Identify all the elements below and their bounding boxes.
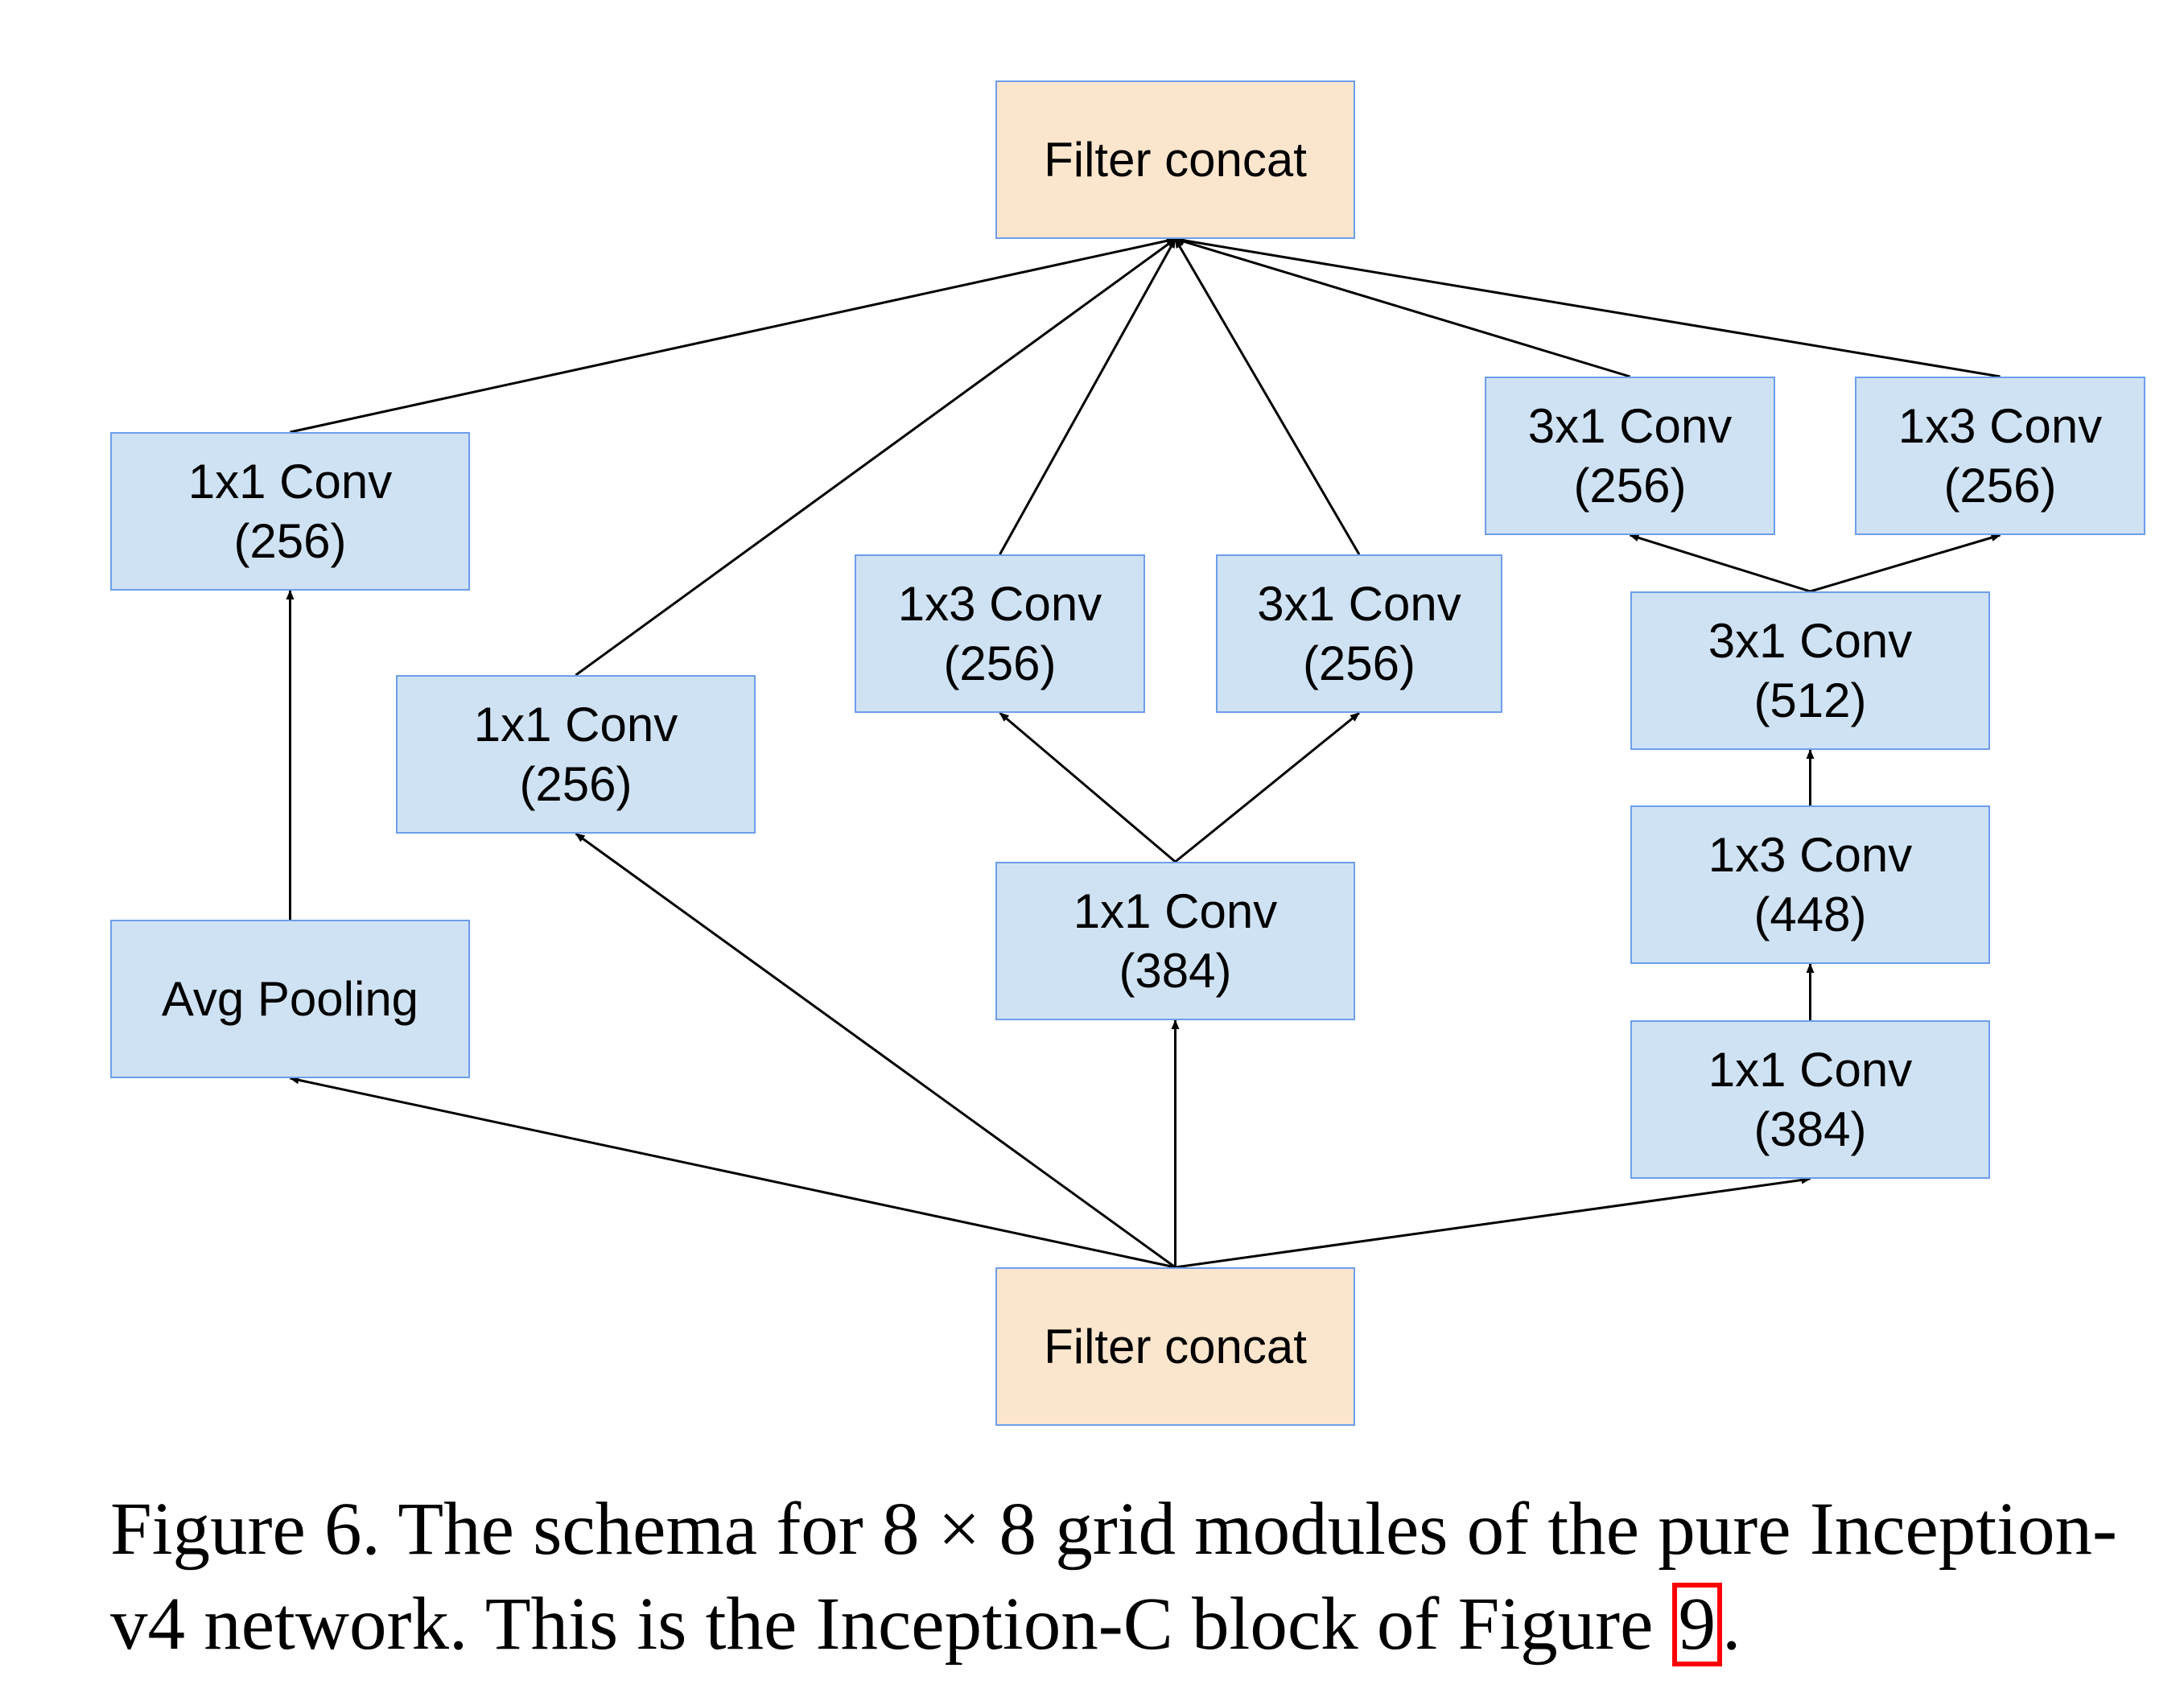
node-b3-conv: 1x1 Conv(384) [995,862,1355,1020]
node-label: 1x1 Conv [187,454,393,509]
node-label: (256) [943,636,1057,690]
node-b3-3x1: 3x1 Conv(256) [1216,554,1502,713]
caption-line-2: v4 network. This is the Inception-C bloc… [110,1577,2170,1672]
node-label: (256) [1943,458,2057,513]
node-label: 1x3 Conv [897,576,1102,631]
node-label: 1x1 Conv [1073,883,1278,938]
node-label: Filter concat [1044,132,1307,187]
edge-b1-conv-to-top-concat [290,237,1176,434]
diagram-edges [286,236,2001,1269]
node-label: (448) [1753,887,1867,941]
edge-bottom-concat-to-b2-conv [575,832,1176,1269]
edge-bottom-concat-to-b4-conv [1175,1176,1811,1269]
node-label: (256) [1302,636,1416,690]
caption-line-2-text: v4 network. This is the Inception-C bloc… [110,1583,1672,1666]
caption-line-2-end: . [1722,1583,1741,1666]
node-b1-pool: Avg Pooling [110,920,470,1078]
edge-b4-3x1-top-to-top-concat [1174,237,1630,378]
caption-line-1: Figure 6. The schema for 8 × 8 grid modu… [110,1488,2117,1571]
edge-b3-3x1-to-top-concat [1174,238,1361,555]
node-label: 1x3 Conv [1898,398,2103,453]
node-b1-conv: 1x1 Conv(256) [110,432,470,591]
edge-b4-3x1-to-b4-1x3-top [1810,533,2001,593]
node-b4-conv: 1x1 Conv(384) [1630,1020,1990,1179]
node-b4-1x3-top: 1x3 Conv(256) [1855,377,2145,535]
node-b3-1x3: 1x3 Conv(256) [855,554,1145,713]
node-label: 3x1 Conv [1708,613,1913,668]
node-label: (384) [1753,1102,1867,1156]
edge-b2-conv-to-top-concat [575,237,1176,677]
edge-b3-conv-to-b3-1x3 [999,711,1176,863]
node-label: 1x1 Conv [1708,1042,1913,1097]
node-label: 1x3 Conv [1708,827,1913,882]
node-label: Filter concat [1044,1319,1307,1374]
node-label: (256) [233,513,347,568]
node-label: (256) [519,756,633,811]
node-b2-conv: 1x1 Conv(256) [396,675,756,834]
edge-b3-1x3-to-top-concat [999,238,1176,555]
node-label: (384) [1119,943,1232,998]
node-label: 3x1 Conv [1527,398,1733,453]
figure-reference-link[interactable]: 9 [1671,1583,1723,1666]
edge-bottom-concat-to-b1-pool [289,1076,1176,1269]
node-b4-3x1: 3x1 Conv(512) [1630,591,1990,750]
node-label: (512) [1753,673,1867,727]
node-bottom-concat: Filter concat [995,1267,1355,1426]
edge-b4-1x3-top-to-top-concat [1174,236,2001,378]
node-b4-1x3: 1x3 Conv(448) [1630,805,1990,964]
node-label: (256) [1573,458,1687,513]
edge-b4-3x1-to-b4-3x1-top [1629,533,1811,593]
node-top-concat: Filter concat [995,80,1355,239]
node-label: 1x1 Conv [473,697,678,752]
figure-caption: Figure 6. The schema for 8 × 8 grid modu… [110,1482,2170,1672]
edge-b3-conv-to-b3-3x1 [1174,711,1360,863]
node-label: Avg Pooling [161,971,419,1026]
node-b4-3x1-top: 3x1 Conv(256) [1485,377,1775,535]
node-label: 3x1 Conv [1257,576,1461,631]
